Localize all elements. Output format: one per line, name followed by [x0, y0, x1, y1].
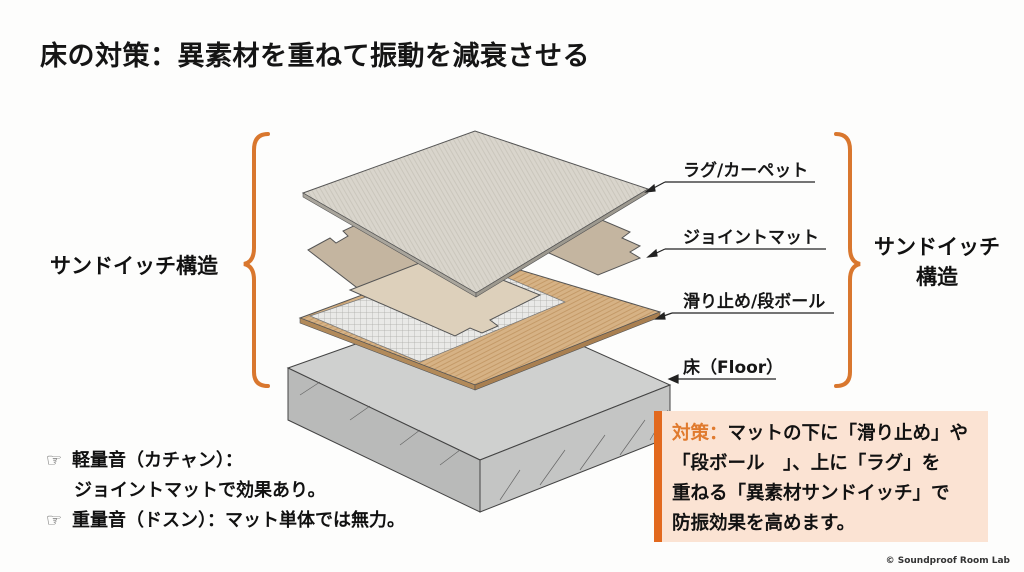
page-title: 床の対策：異素材を重ねて振動を減衰させる	[40, 41, 590, 72]
pointing-hand-icon: ☞	[46, 510, 63, 531]
pointing-hand-icon: ☞	[46, 450, 63, 471]
sandwich-structure-label-left: サンドイッチ構造	[50, 254, 218, 278]
brace-icons	[243, 132, 861, 388]
note-light-impact: ☞ 軽量音（カチャン）：	[46, 446, 405, 476]
sandwich-structure-label-right: サンドイッチ 構造	[874, 235, 1000, 289]
layer-label-anti-slip: 滑り止め/段ボール	[683, 292, 826, 312]
leader-lines	[644, 181, 834, 384]
layer-label-rug: ラグ/カーペット	[683, 161, 809, 181]
copyright-notice: © Soundproof Room Lab	[885, 556, 1010, 566]
note-heavy-impact: ☞ 重量音（ドスン）：マット単体では無力。	[46, 506, 405, 536]
callout-lead: 対策：	[672, 423, 728, 444]
layer-label-joint-mat: ジョイントマット	[683, 228, 819, 248]
layer-label-floor: 床（Floor）	[683, 358, 784, 378]
rug-layer	[301, 130, 650, 298]
countermeasure-callout: 対策：マットの下に「滑り止め」や 「段ボール 」、上に「ラグ」を 重ねる「異素材…	[654, 411, 988, 542]
note-light-impact-detail: ジョイントマットで効果あり。	[74, 480, 326, 501]
sound-type-notes: ☞ 軽量音（カチャン）： ジョイントマットで効果あり。 ☞ 重量音（ドスン）：マ…	[46, 446, 405, 536]
